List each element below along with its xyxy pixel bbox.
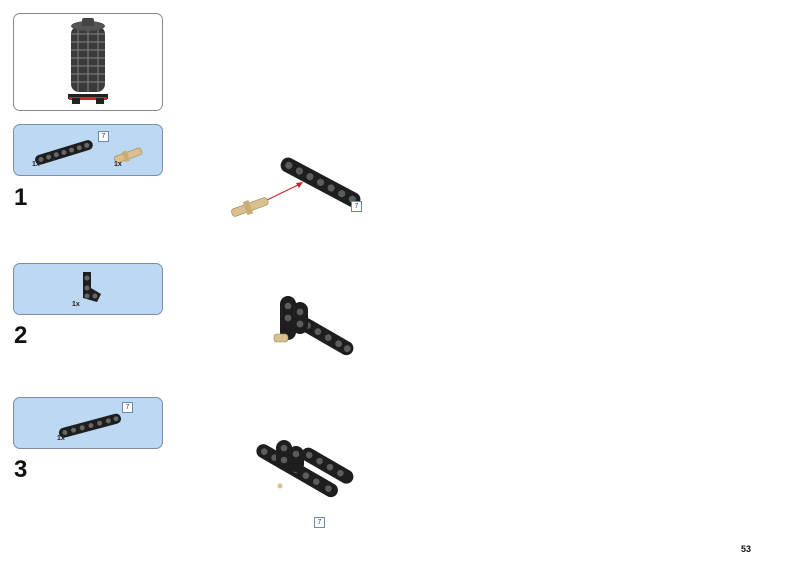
axle-pin-icon [114,147,143,164]
submodel-preview [13,13,163,111]
beam-length-badge: 7 [122,402,133,413]
part-qty: 1x [114,161,122,168]
parts-list-step-1: 7 1x 1x [13,124,163,176]
beam-7-icon [58,413,122,438]
beam-7-icon [35,140,93,165]
step-3-assembly [256,440,354,498]
page-number: 53 [741,544,752,554]
beam-length-callout: 7 [314,517,325,528]
tower-model-icon [68,18,108,104]
step-number: 3 [14,456,28,483]
angled-beam-icon [83,272,101,302]
part-qty: 1x [72,301,80,308]
step-2-assembly [273,296,354,356]
beam-length-badge: 7 [98,131,109,142]
parts-list-step-3: 7 1x [13,397,163,449]
step-1-assembly [231,157,361,217]
parts-list-step-2: 1x [13,263,163,315]
step-number: 2 [14,322,28,349]
part-qty: 1x [32,161,40,168]
part-qty: 1x [57,435,65,442]
beam-length-callout: 7 [351,201,362,212]
step-number: 1 [14,184,28,211]
